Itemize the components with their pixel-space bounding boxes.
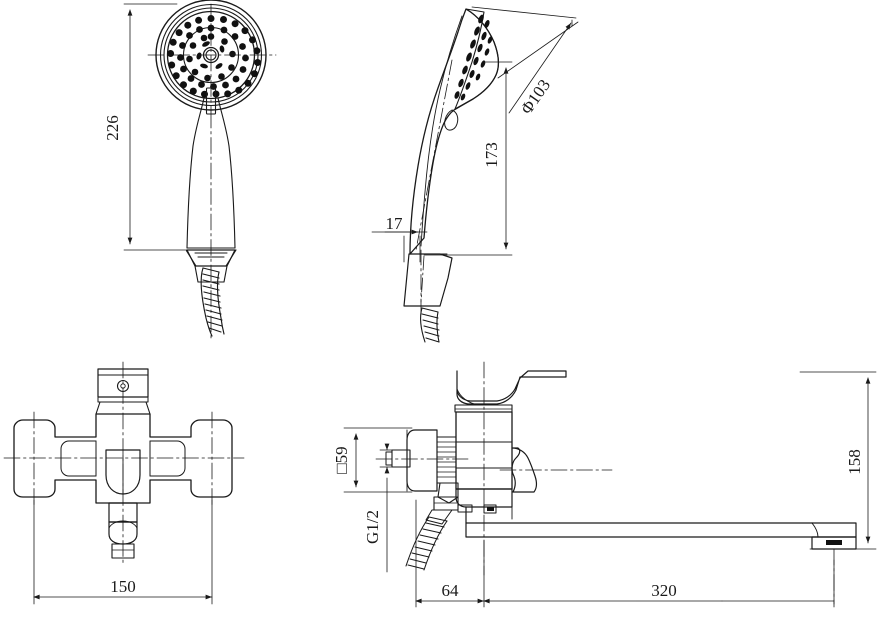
dimension-320 [483,559,835,608]
spray-face-texture [454,14,493,101]
dimension-label-226: 226 [103,115,122,141]
dimension-label-320: 320 [651,581,677,600]
dimension-158 [799,371,877,550]
dimension-label-g12: G1/2 [363,510,382,544]
dimension-label-dia103: Φ103 [517,76,554,118]
dimension-dia103 [471,6,579,114]
mixer-side-view [343,361,877,608]
dimension-g12 [379,443,399,573]
dimension-64 [415,499,485,608]
mixer-front-view [3,361,245,605]
shower-hose-side [420,307,440,343]
dimension-label-17: 17 [386,214,404,233]
dimension-226 [123,3,186,251]
hand-shower-front-view [123,0,277,341]
spray-nozzles-outer [167,15,262,98]
dimension-150 [33,499,213,605]
dimension-label-sq59: □59 [332,446,351,473]
dimension-17 [371,229,428,263]
shower-hose [200,267,225,337]
spray-slot-jets [196,41,225,69]
hand-shower-side-view [371,6,579,343]
inlet-thread [436,441,457,478]
outlet-hose [405,516,448,571]
dimension-sq59 [343,427,413,493]
dimension-label-64: 64 [442,581,460,600]
dimension-label-150: 150 [110,577,136,596]
dimension-label-173: 173 [482,142,501,168]
dimension-label-158: 158 [845,449,864,475]
dimension-173 [423,61,513,256]
